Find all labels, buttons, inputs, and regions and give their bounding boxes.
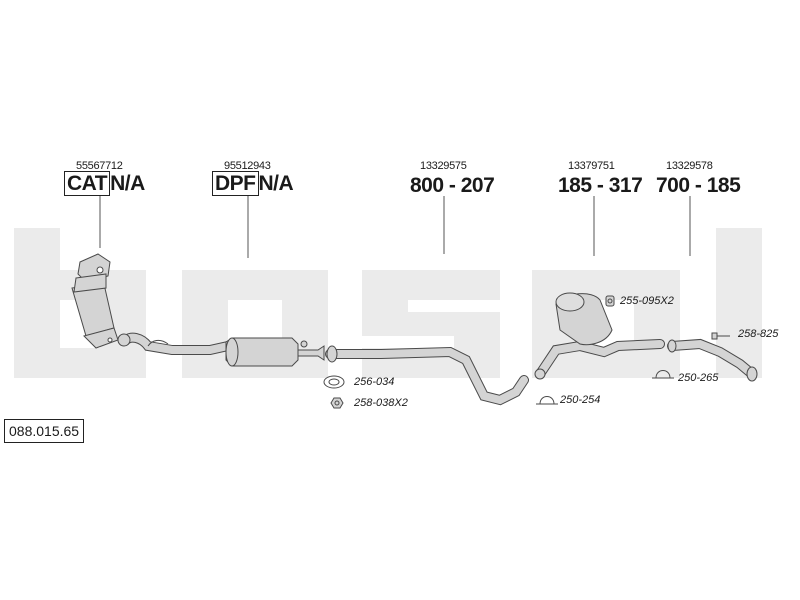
gasket-ring-icon — [323, 375, 345, 389]
intermediate-pipe — [325, 345, 529, 406]
downpipe — [117, 332, 230, 355]
part-number-middle-silencer: 13379751 — [568, 160, 615, 172]
cat-box-label: CAT — [64, 171, 111, 196]
dpf-suffix: N/A — [258, 172, 294, 195]
pipe-clamp-icon — [652, 370, 674, 379]
catalytic-converter — [71, 253, 119, 349]
rubber-mount-icon — [605, 295, 615, 307]
fitting-icons — [323, 295, 730, 409]
ref-right: 185 — [706, 174, 741, 197]
leader-lines — [99, 196, 691, 258]
ref-left: 700 — [656, 174, 690, 197]
part-number-cat: 55567712 — [76, 160, 123, 172]
fitting-code: 250-254 — [560, 394, 601, 406]
bolt-icon — [711, 332, 730, 340]
ref-left: 800 — [410, 174, 444, 197]
part-number-dpf: 95512943 — [224, 160, 271, 172]
middle-silencer — [534, 292, 665, 380]
tail-pipe — [667, 338, 758, 382]
ref-right: 317 — [608, 174, 643, 197]
dpf-box-label: DPF — [212, 171, 259, 196]
fitting-code: 255-095X2 — [620, 295, 674, 307]
part-number-rear-pipe: 13329578 — [666, 160, 713, 172]
diagram-code: 088.015.65 — [4, 419, 85, 443]
ref-front-pipe: 800 - 207 — [410, 174, 495, 197]
pipe-clamp-icon — [536, 396, 558, 405]
ref-middle-silencer: 185 - 317 — [558, 174, 643, 197]
diesel-particulate-filter — [225, 337, 325, 367]
ref-right: 207 — [460, 174, 495, 197]
cat-suffix: N/A — [110, 172, 145, 195]
fitting-code: 258-825 — [738, 328, 779, 340]
fitting-code: 256-034 — [354, 376, 395, 388]
ref-rear-pipe: 700 - 185 — [656, 174, 741, 197]
nut-icon — [330, 397, 344, 409]
part-number-front-pipe: 13329575 — [420, 160, 467, 172]
ref-left: 185 — [558, 174, 592, 197]
fitting-code: 258-038X2 — [354, 397, 408, 409]
fitting-code: 250-265 — [678, 372, 719, 384]
